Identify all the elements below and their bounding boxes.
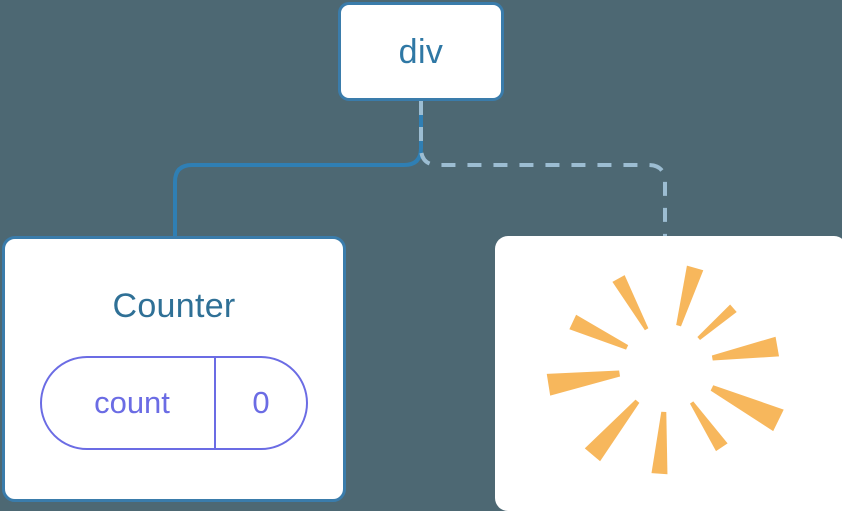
sparkle-ray-6 xyxy=(584,399,640,462)
sparkle-ray-7 xyxy=(546,370,621,396)
counter-node[interactable]: Counter count 0 xyxy=(2,236,346,502)
sparkle-ray-9 xyxy=(612,275,649,331)
edge-div-to-burst xyxy=(419,101,667,238)
sparkle-ray-0 xyxy=(676,265,704,327)
sparkle-burst-icon xyxy=(546,265,784,475)
state-pill-divider xyxy=(214,358,216,448)
counter-node-label: Counter xyxy=(112,287,236,325)
state-key-label: count xyxy=(94,385,170,420)
edge-div-to-counter xyxy=(173,101,423,238)
sparkle-ray-5 xyxy=(651,411,668,475)
div-node[interactable]: div xyxy=(338,2,504,101)
state-pill-count[interactable]: count 0 xyxy=(40,356,308,450)
sparkle-ray-4 xyxy=(689,401,728,452)
sparkle-ray-3 xyxy=(710,385,784,432)
sparkle-node[interactable] xyxy=(495,236,842,511)
div-node-label: div xyxy=(398,32,444,71)
state-value-label: 0 xyxy=(252,385,270,420)
sparkle-ray-1 xyxy=(697,304,737,340)
sparkle-ray-2 xyxy=(711,336,780,361)
sparkle-ray-8 xyxy=(569,314,629,350)
